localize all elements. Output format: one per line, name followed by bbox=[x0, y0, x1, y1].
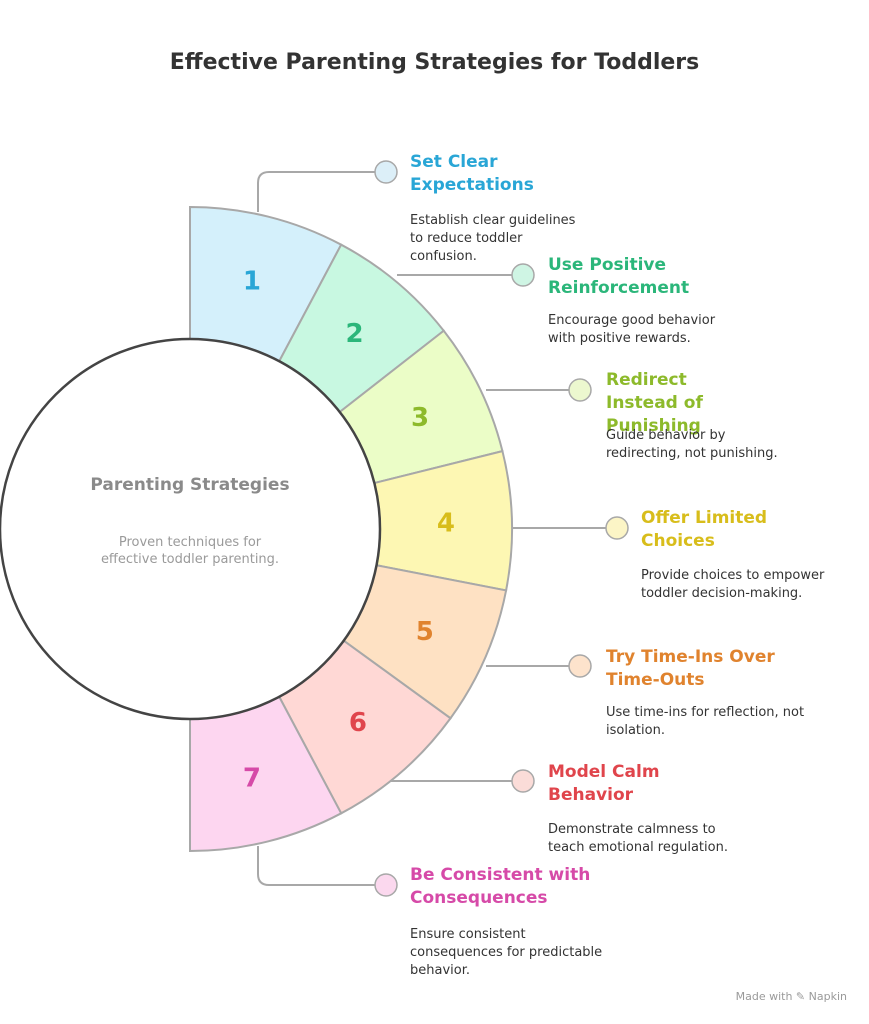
strategy-description-4: Provide choices to empower toddler decis… bbox=[641, 568, 825, 601]
segment-number-2: 2 bbox=[346, 319, 364, 349]
center-circle bbox=[0, 337, 382, 721]
strategy-description-2: Encourage good behavior with positive re… bbox=[548, 313, 716, 346]
segment-number-5: 5 bbox=[416, 617, 434, 647]
strategy-title-6: Model Calm Behavior bbox=[548, 762, 660, 805]
strategy-title-2: Use Positive Reinforcement bbox=[548, 255, 690, 298]
napkin-credit: Made with ✎ Napkin bbox=[735, 990, 847, 1003]
connector-dot-5 bbox=[568, 654, 592, 678]
segment-number-7: 7 bbox=[243, 763, 261, 793]
connector-7 bbox=[257, 846, 375, 886]
diagram-title: Effective Parenting Strategies for Toddl… bbox=[169, 50, 700, 75]
center-title: Parenting Strategies bbox=[90, 475, 290, 495]
strategy-description-3: Guide behavior by redirecting, not punis… bbox=[606, 428, 778, 461]
strategy-title-1: Set Clear Expectations bbox=[410, 152, 534, 195]
segment-number-6: 6 bbox=[349, 708, 367, 738]
connector-dot-4 bbox=[605, 516, 629, 540]
segment-number-1: 1 bbox=[243, 267, 261, 297]
connector-dot-7 bbox=[374, 873, 398, 897]
strategy-description-6: Demonstrate calmness to teach emotional … bbox=[548, 822, 728, 855]
strategy-title-5: Try Time-Ins Over Time-Outs bbox=[606, 647, 775, 690]
connector-1 bbox=[257, 171, 375, 212]
strategy-description-7: Ensure consistent consequences for predi… bbox=[410, 927, 603, 978]
strategy-description-1: Establish clear guidelines to reduce tod… bbox=[410, 213, 576, 264]
strategy-title-4: Offer Limited Choices bbox=[641, 508, 768, 551]
strategy-title-7: Be Consistent with Consequences bbox=[410, 865, 591, 908]
connector-dot-3 bbox=[568, 378, 592, 402]
connector-dot-6 bbox=[511, 769, 535, 793]
strategy-description-5: Use time-ins for reflection, not isolati… bbox=[606, 705, 805, 738]
segment-number-4: 4 bbox=[437, 508, 455, 538]
connector-dot-1 bbox=[374, 160, 398, 184]
connector-dot-2 bbox=[511, 263, 535, 287]
center-description: Proven techniques for effective toddler … bbox=[100, 535, 280, 567]
strategy-title-3: Redirect Instead of Punishing bbox=[606, 370, 703, 436]
segment-number-3: 3 bbox=[411, 403, 429, 433]
